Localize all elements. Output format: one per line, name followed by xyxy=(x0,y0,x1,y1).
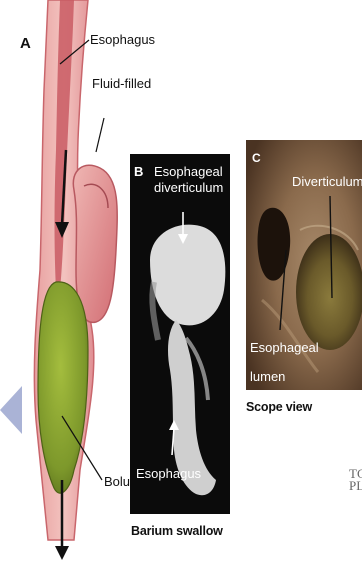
caption-barium-swallow: Barium swallow xyxy=(131,524,223,538)
panel-c-letter: C xyxy=(252,151,261,165)
label-fluid-filled: Fluid-filled xyxy=(92,76,151,91)
panel-a-letter: A xyxy=(20,35,31,52)
publisher-logo: TC PL xyxy=(349,468,362,492)
caption-scope-view: Scope view xyxy=(246,400,312,414)
flow-arrow-bottom-icon xyxy=(55,546,69,560)
label-esophageal-b: Esophageal xyxy=(154,164,223,179)
panel-b-xray xyxy=(130,154,230,514)
label-diverticulum-c: Diverticulum xyxy=(292,174,362,189)
label-lumen-c: lumen xyxy=(250,369,285,384)
label-diverticulum-b: diverticulum xyxy=(154,180,223,195)
label-esophagus-a: Esophagus xyxy=(90,32,156,47)
label-esophageal-c: Esophageal xyxy=(250,340,319,355)
label-esophagus-b: Esophagus xyxy=(136,466,202,481)
logo-line-2: PL xyxy=(349,480,362,492)
panel-b-letter: B xyxy=(134,164,143,179)
